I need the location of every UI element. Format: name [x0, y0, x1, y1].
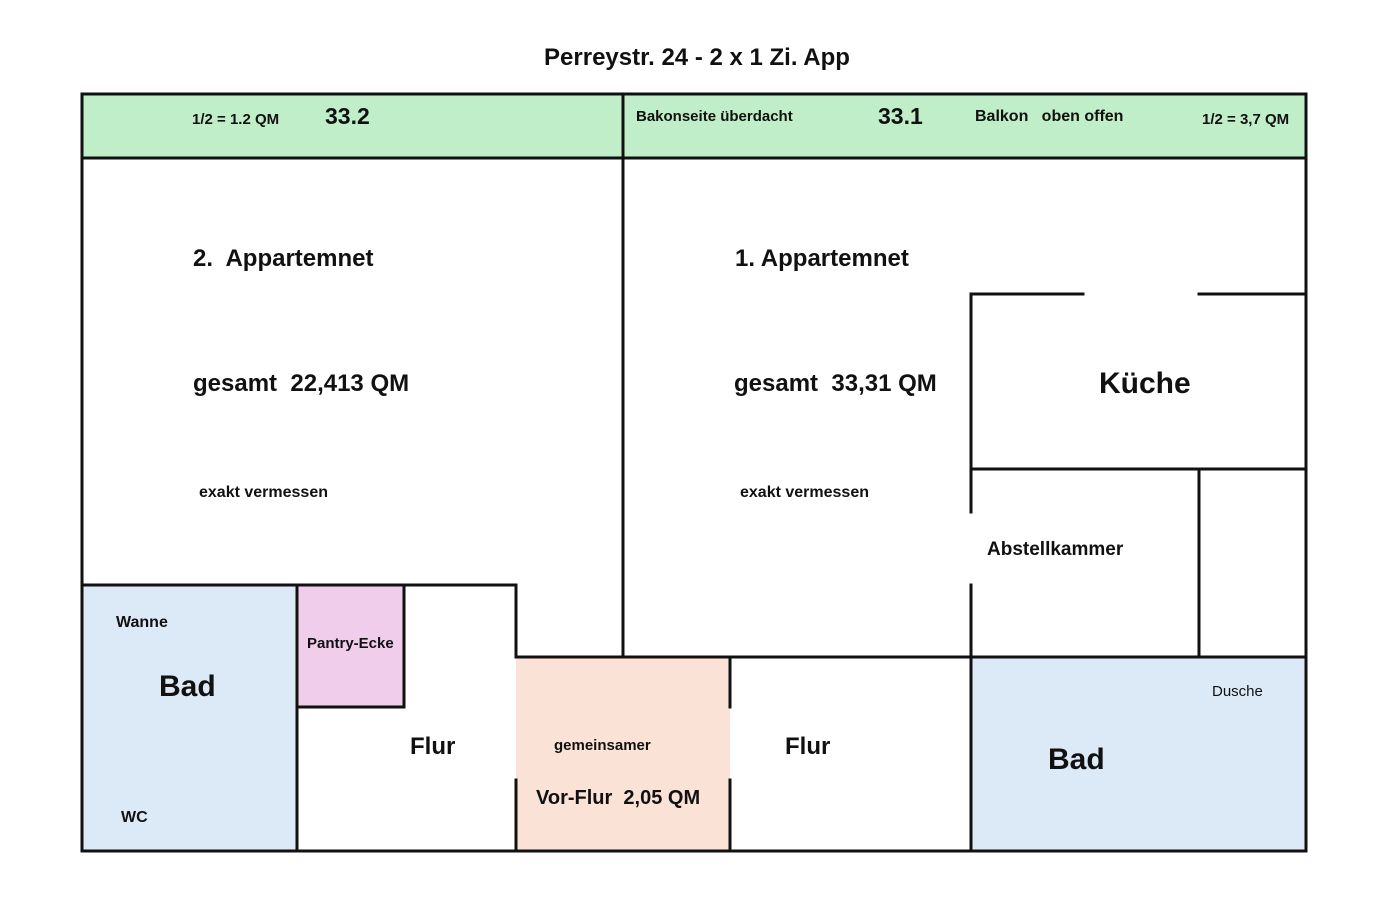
bath-left-fill	[82, 585, 297, 851]
apartment2-pantry-label: Pantry-Ecke	[307, 635, 394, 652]
balcony-left-half-label: 1/2 = 1.2 QM	[192, 111, 279, 128]
pantry-fill	[297, 585, 404, 707]
bath-right-fill	[971, 657, 1306, 851]
apartment1-shower-label: Dusche	[1212, 683, 1263, 700]
apartment1-total: gesamt 33,31 QM	[734, 370, 937, 397]
shared-corridor-line1: gemeinsamer	[554, 737, 651, 754]
shared-corridor-fill	[516, 657, 730, 851]
balcony-left-number: 33.2	[325, 103, 370, 129]
apartment2-tub-label: Wanne	[116, 614, 168, 631]
walls	[80, 92, 1308, 853]
apartment2-total: gesamt 22,413 QM	[193, 370, 409, 397]
apartment2-note: exakt vermessen	[199, 484, 328, 501]
apartment1-name: 1. Appartemnet	[735, 245, 909, 272]
apartment1-bath-label: Bad	[1048, 743, 1105, 776]
balcony-fill	[82, 94, 1306, 158]
apartment1-storage-label: Abstellkammer	[987, 539, 1124, 560]
shared-corridor-line2: Vor-Flur 2,05 QM	[536, 787, 700, 809]
balcony-covered-label: Bakonseite überdacht	[636, 108, 793, 125]
balcony-open-label: Balkon oben offen	[975, 108, 1123, 125]
apartment2-bath-label: Bad	[159, 670, 216, 703]
apartment2-hall-label: Flur	[410, 733, 455, 760]
apartment2-wc-label: WC	[121, 809, 148, 826]
balcony-right-number: 33.1	[878, 103, 923, 129]
apartment1-kitchen-label: Küche	[1099, 367, 1191, 400]
apartment1-hall-label: Flur	[785, 733, 830, 760]
plan-title: Perreystr. 24 - 2 x 1 Zi. App	[544, 44, 850, 71]
apartment2-name: 2. Appartemnet	[193, 245, 373, 272]
apartment1-note: exakt vermessen	[740, 484, 869, 501]
balcony-right-half-label: 1/2 = 3,7 QM	[1202, 111, 1289, 128]
